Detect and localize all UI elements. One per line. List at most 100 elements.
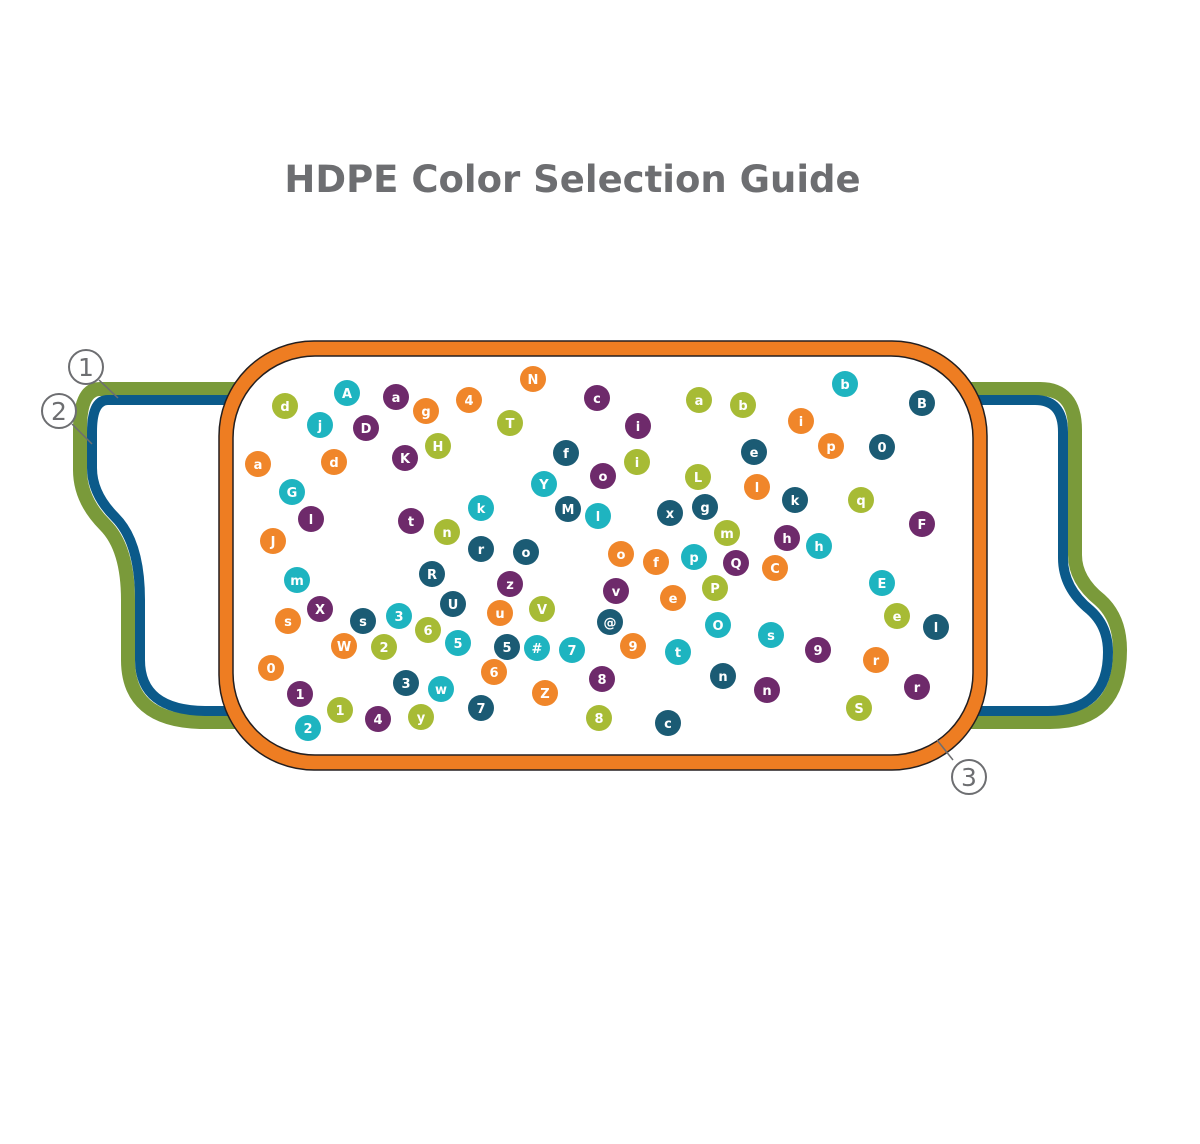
color-chip: 7 bbox=[468, 695, 494, 721]
color-chip-label: c bbox=[664, 717, 672, 732]
color-chip: P bbox=[702, 575, 728, 601]
color-chip: B bbox=[909, 390, 935, 416]
color-chip: b bbox=[730, 392, 756, 418]
color-chip-dot bbox=[307, 596, 333, 622]
right-handle-green-layer bbox=[962, 382, 1127, 729]
color-chip-label: Y bbox=[538, 478, 549, 493]
color-chip: 1 bbox=[287, 681, 313, 707]
color-chip: Z bbox=[532, 680, 558, 706]
color-chip: e bbox=[660, 585, 686, 611]
color-chip-label: 3 bbox=[394, 610, 403, 625]
callout-1-number: 1 bbox=[78, 353, 94, 382]
color-chip-label: s bbox=[359, 615, 367, 630]
color-chip-dot bbox=[481, 659, 507, 685]
color-chip: 0 bbox=[869, 434, 895, 460]
color-chip: 2 bbox=[295, 715, 321, 741]
color-chip: m bbox=[284, 567, 310, 593]
color-chip: n bbox=[434, 519, 460, 545]
color-chip-label: g bbox=[421, 405, 430, 420]
color-chip-label: C bbox=[770, 562, 780, 577]
color-chip-label: o bbox=[522, 546, 531, 561]
left-handle bbox=[73, 382, 240, 729]
color-chip-dot bbox=[445, 630, 471, 656]
color-chip-dot bbox=[468, 495, 494, 521]
color-chip-label: K bbox=[400, 452, 411, 467]
tray-inner-surface bbox=[232, 355, 974, 756]
callout-1-circle bbox=[68, 349, 104, 385]
color-chip-label: 7 bbox=[476, 702, 485, 717]
color-chip-label: 0 bbox=[266, 662, 275, 677]
color-chip: z bbox=[497, 571, 523, 597]
color-chip-label: o bbox=[599, 470, 608, 485]
color-chip: T bbox=[497, 410, 523, 436]
color-chip-dot bbox=[434, 519, 460, 545]
callout-3-circle bbox=[951, 759, 987, 795]
color-chip-dot bbox=[863, 647, 889, 673]
color-chip-label: b bbox=[738, 399, 747, 414]
color-chip-dot bbox=[392, 445, 418, 471]
color-chip: 7 bbox=[559, 637, 585, 663]
color-chip: v bbox=[603, 578, 629, 604]
color-chip: N bbox=[520, 366, 546, 392]
color-chip: 1 bbox=[327, 697, 353, 723]
color-chip-dot bbox=[818, 433, 844, 459]
color-chip-dot bbox=[754, 677, 780, 703]
color-chip: x bbox=[657, 500, 683, 526]
color-chip-label: 8 bbox=[594, 712, 603, 727]
page-title: HDPE Color Selection Guide bbox=[284, 158, 861, 201]
color-chip-label: 1 bbox=[295, 688, 304, 703]
color-chip-label: i bbox=[799, 415, 803, 430]
color-chip: d bbox=[272, 393, 298, 419]
color-chip-label: Q bbox=[730, 557, 741, 572]
color-chip-label: T bbox=[506, 417, 515, 432]
color-chip-dot bbox=[744, 474, 770, 500]
color-chip: i bbox=[788, 408, 814, 434]
color-chip-label: M bbox=[562, 503, 575, 518]
color-chip-dot bbox=[307, 412, 333, 438]
color-chip-label: a bbox=[254, 458, 263, 473]
color-chip-dot bbox=[531, 471, 557, 497]
color-chip-dot bbox=[272, 393, 298, 419]
color-chip: 4 bbox=[456, 387, 482, 413]
color-chip: h bbox=[774, 525, 800, 551]
color-chip: o bbox=[513, 539, 539, 565]
color-chip: l bbox=[585, 503, 611, 529]
color-chip-dot bbox=[714, 520, 740, 546]
color-chip: r bbox=[468, 536, 494, 562]
color-chip: n bbox=[754, 677, 780, 703]
color-chip: a bbox=[245, 451, 271, 477]
color-chip-dot bbox=[559, 637, 585, 663]
color-chip-dot bbox=[782, 487, 808, 513]
color-chip-label: 1 bbox=[335, 704, 344, 719]
callout-3-leader bbox=[936, 739, 954, 761]
color-chip-label: t bbox=[408, 515, 414, 530]
color-chip-label: x bbox=[666, 507, 675, 522]
color-chip-dot bbox=[923, 614, 949, 640]
color-chip: g bbox=[692, 494, 718, 520]
color-chip-label: n bbox=[762, 684, 771, 699]
color-chip-dot bbox=[909, 390, 935, 416]
color-chip: f bbox=[643, 549, 669, 575]
color-chip: E bbox=[869, 570, 895, 596]
color-chip: 9 bbox=[805, 637, 831, 663]
color-chip: C bbox=[762, 555, 788, 581]
color-chip-label: s bbox=[767, 629, 775, 644]
color-chip-dot bbox=[365, 706, 391, 732]
color-chip-label: z bbox=[506, 578, 514, 593]
color-chip-label: o bbox=[617, 548, 626, 563]
color-chip-dot bbox=[520, 366, 546, 392]
color-chip-label: w bbox=[435, 683, 447, 698]
color-chip-label: c bbox=[593, 392, 601, 407]
color-chip: J bbox=[260, 528, 286, 554]
color-chip-label: 9 bbox=[628, 640, 637, 655]
color-chip-dot bbox=[321, 449, 347, 475]
color-chip: 2 bbox=[371, 634, 397, 660]
color-chip-label: r bbox=[914, 681, 921, 696]
color-chip-label: G bbox=[287, 486, 298, 501]
color-chip: m bbox=[714, 520, 740, 546]
color-chip-dot bbox=[398, 508, 424, 534]
left-handle-green-layer bbox=[73, 382, 240, 729]
color-chip-dot bbox=[279, 479, 305, 505]
color-chip-label: e bbox=[669, 592, 678, 607]
color-chip-dot bbox=[284, 567, 310, 593]
